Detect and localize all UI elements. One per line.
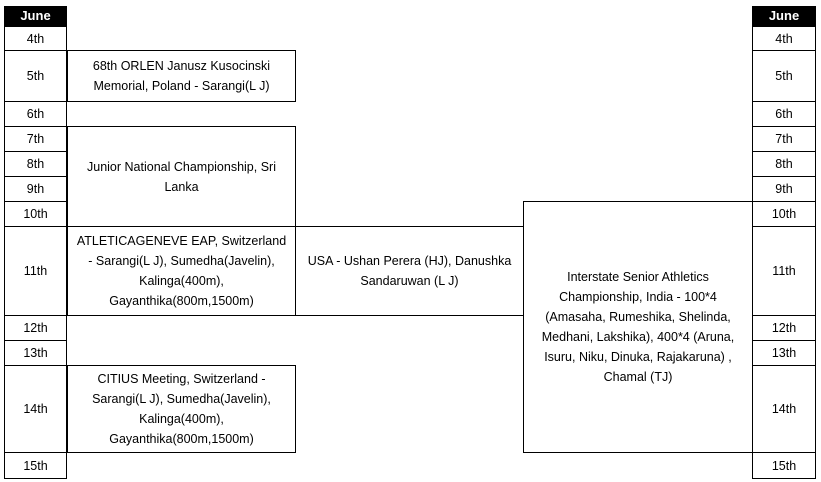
date-cell-14th-right: 14th [752,365,816,453]
date-cell-7th-left: 7th [4,126,67,152]
date-cell-14th-left: 14th [4,365,67,453]
date-cell-15th-right: 15th [752,452,816,479]
date-cell-9th-left: 9th [4,176,67,202]
event-orlen-memorial: 68th ORLEN Janusz Kusocinski Memorial, P… [67,50,296,102]
event-junior-national-championship: Junior National Championship, Sri Lanka [67,126,296,227]
date-cell-4th-right: 4th [752,26,816,51]
date-cell-13th-right: 13th [752,340,816,366]
date-cell-9th-right: 9th [752,176,816,202]
event-citius-meeting: CITIUS Meeting, Switzerland - Sarangi(L … [67,365,296,453]
date-cell-5th-right: 5th [752,50,816,102]
date-cell-15th-left: 15th [4,452,67,479]
date-cell-4th-left: 4th [4,26,67,51]
event-usa: USA - Ushan Perera (HJ), Danushka Sandar… [295,226,524,316]
date-cell-11th-right: 11th [752,226,816,316]
date-cell-12th-left: 12th [4,315,67,341]
event-atleticageneve-eap: ATLETICAGENEVE EAP, Switzerland - Sarang… [67,226,296,316]
date-cell-7th-right: 7th [752,126,816,152]
date-cell-8th-left: 8th [4,151,67,177]
date-cell-10th-right: 10th [752,201,816,227]
date-cell-12th-right: 12th [752,315,816,341]
event-interstate-senior-championship: Interstate Senior Athletics Championship… [523,201,753,453]
month-header-left: June [4,6,67,26]
date-cell-10th-left: 10th [4,201,67,227]
month-header-right: June [752,6,816,26]
date-cell-6th-left: 6th [4,101,67,127]
date-cell-8th-right: 8th [752,151,816,177]
date-cell-5th-left: 5th [4,50,67,102]
date-cell-6th-right: 6th [752,101,816,127]
date-cell-11th-left: 11th [4,226,67,316]
date-cell-13th-left: 13th [4,340,67,366]
